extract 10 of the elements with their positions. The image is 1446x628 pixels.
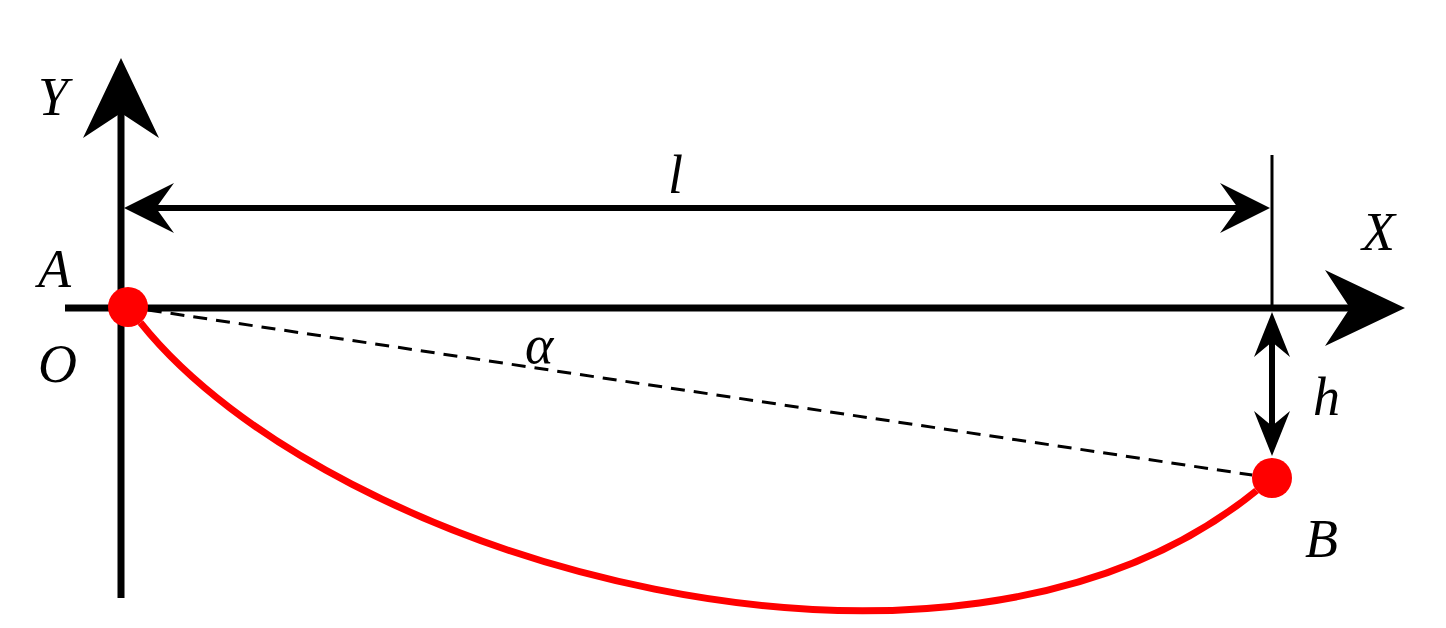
point-label: B xyxy=(1305,512,1338,566)
curve-line xyxy=(137,320,1259,615)
symbol-label: O xyxy=(38,337,77,391)
symbol-label: X xyxy=(1362,205,1395,259)
point-marker xyxy=(1252,458,1292,498)
symbol-label: l xyxy=(668,148,683,202)
chord-line xyxy=(147,308,1253,477)
symbol-label: α xyxy=(525,318,554,372)
point-marker xyxy=(108,287,148,327)
symbol-label: h xyxy=(1313,370,1340,424)
